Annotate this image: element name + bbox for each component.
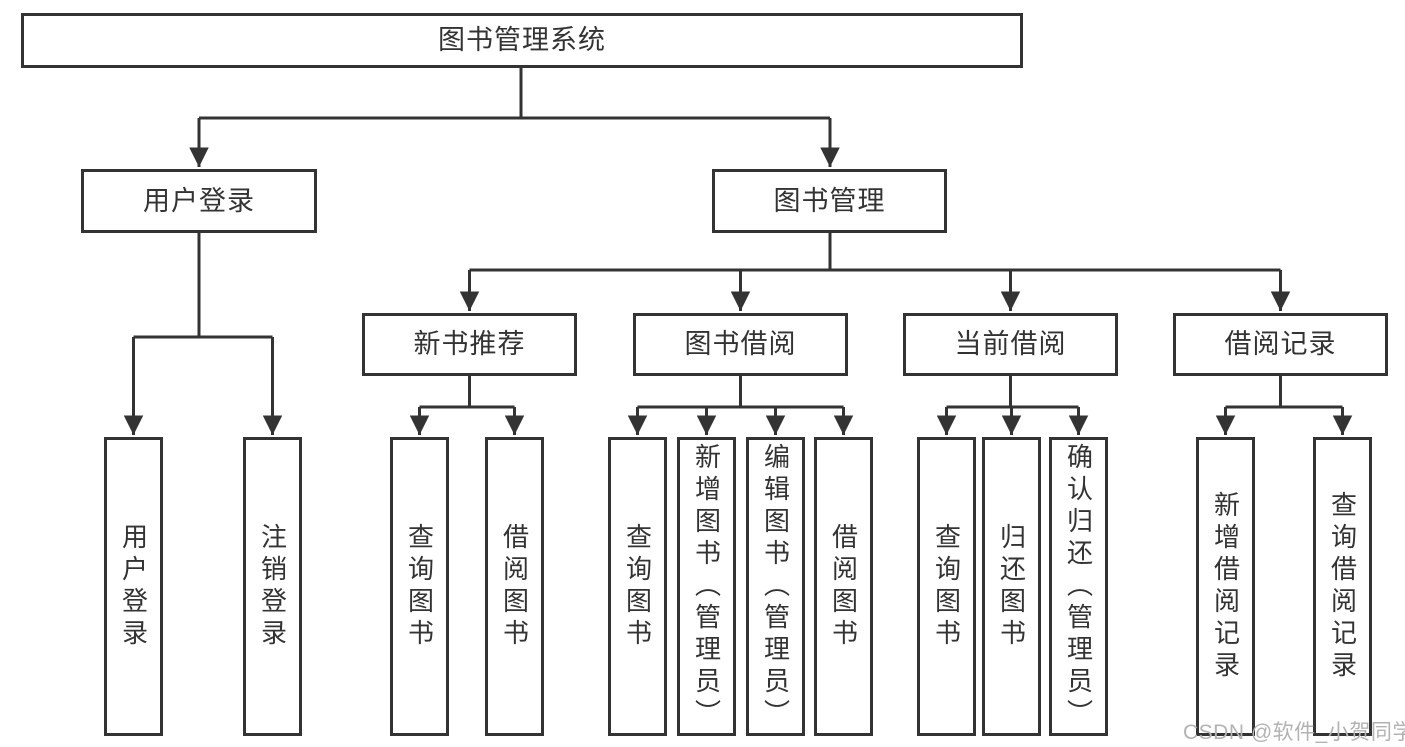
leaf-logout-login: 注销登录 [243, 437, 302, 736]
leaf-label: 注销登录 [257, 522, 288, 651]
leaf-edit-books-admin: 编辑图书（管理员） [746, 437, 805, 736]
leaf-query-books-borrowing: 查询图书 [608, 437, 667, 736]
leaf-confirm-return-admin: 确认归还（管理员） [1049, 437, 1108, 736]
leaf-add-books-admin: 新增图书（管理员） [677, 437, 736, 736]
leaf-label: 借阅图书 [499, 522, 530, 651]
leaf-query-borrow-record: 查询借阅记录 [1313, 437, 1372, 736]
node-label: 图书管理 [773, 185, 886, 216]
leaf-label: 确认归还（管理员） [1063, 442, 1094, 731]
node-book-management: 图书管理 [712, 169, 947, 233]
node-label: 借阅记录 [1224, 329, 1337, 359]
leaf-add-borrow-record: 新增借阅记录 [1196, 437, 1255, 736]
leaf-label: 查询图书 [931, 522, 962, 651]
leaf-label: 归还图书 [996, 522, 1027, 651]
csdn-watermark: CSDN @软件_小贺同学 [1183, 721, 1405, 744]
node-user-login: 用户登录 [81, 169, 317, 233]
leaf-borrow-books-borrowing: 借阅图书 [814, 437, 873, 736]
node-new-book-recommend: 新书推荐 [362, 313, 577, 376]
node-library-management-system: 图书管理系统 [21, 13, 1023, 68]
leaf-label: 查询图书 [404, 522, 435, 651]
leaf-label: 编辑图书（管理员） [760, 442, 791, 731]
node-label: 图书管理系统 [438, 25, 606, 55]
node-label: 当前借阅 [954, 329, 1067, 359]
leaf-label: 查询图书 [622, 522, 653, 651]
node-book-borrowing: 图书借阅 [633, 313, 848, 376]
leaf-user-login: 用户登录 [104, 437, 163, 736]
node-current-borrowing: 当前借阅 [903, 313, 1118, 376]
node-label: 图书借阅 [684, 329, 797, 359]
leaf-label: 借阅图书 [828, 522, 859, 651]
leaf-label: 用户登录 [118, 522, 149, 651]
leaf-borrow-books-recommend: 借阅图书 [485, 437, 544, 736]
leaf-label: 新增图书（管理员） [691, 442, 722, 731]
leaf-query-books-current: 查询图书 [917, 437, 976, 736]
leaf-return-books: 归还图书 [982, 437, 1041, 736]
node-borrowing-records: 借阅记录 [1173, 313, 1388, 376]
leaf-query-books-recommend: 查询图书 [390, 437, 449, 736]
node-label: 用户登录 [143, 185, 255, 216]
leaf-label: 查询借阅记录 [1327, 490, 1358, 683]
node-label: 新书推荐 [413, 329, 526, 359]
leaf-label: 新增借阅记录 [1210, 490, 1241, 683]
